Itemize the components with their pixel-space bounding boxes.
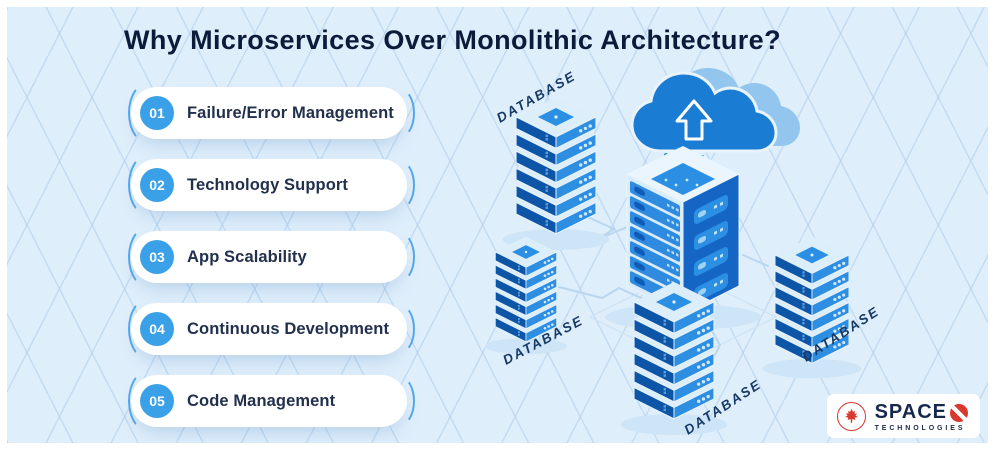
number-badge: 05 bbox=[140, 384, 174, 418]
server-slats bbox=[630, 181, 680, 307]
infographic-canvas: Why Microservices Over Monolithic Archit… bbox=[7, 7, 988, 443]
database-stack-icon bbox=[503, 97, 609, 250]
number-badge: 04 bbox=[140, 312, 174, 346]
list-item-technology-support: 02 Technology Support bbox=[128, 154, 415, 216]
cloud-upload-icon bbox=[630, 68, 800, 153]
logo-text: SPACE TECHNOLOGIES bbox=[875, 401, 968, 432]
benefit-label: Continuous Development bbox=[187, 319, 390, 338]
logo-brand-text: SPACE bbox=[874, 401, 947, 423]
number-badge: 02 bbox=[140, 168, 174, 202]
benefit-pill: 02 Technology Support bbox=[131, 159, 407, 211]
maple-leaf-icon bbox=[836, 402, 866, 431]
upload-arrow-icon bbox=[675, 99, 713, 141]
benefit-label: Failure/Error Management bbox=[187, 103, 394, 122]
benefit-pill: 05 Code Management bbox=[131, 375, 407, 427]
list-item-failure-error-management: 01 Failure/Error Management bbox=[128, 82, 415, 144]
benefit-label: Technology Support bbox=[187, 175, 348, 194]
list-item-continuous-development: 04 Continuous Development bbox=[128, 298, 415, 360]
list-item-code-management: 05 Code Management bbox=[128, 370, 415, 432]
list-item-app-scalability: 03 App Scalability bbox=[128, 226, 415, 288]
benefits-list: 01 Failure/Error Management 02 Technolog… bbox=[128, 82, 415, 443]
brand-logo: SPACE TECHNOLOGIES bbox=[826, 394, 980, 438]
benefit-label: Code Management bbox=[187, 391, 336, 410]
benefit-pill: 03 App Scalability bbox=[131, 231, 407, 283]
server-vents bbox=[694, 195, 728, 302]
microservices-illustration: DATABASE DATABASE DATABASE DATABASE bbox=[456, 68, 882, 438]
benefit-pill: 01 Failure/Error Management bbox=[131, 87, 407, 139]
logo-tagline-text: TECHNOLOGIES bbox=[874, 425, 966, 432]
benefit-label: App Scalability bbox=[187, 247, 307, 266]
number-badge: 01 bbox=[140, 96, 174, 130]
o-slash-icon bbox=[950, 403, 968, 422]
benefit-pill: 04 Continuous Development bbox=[131, 303, 407, 355]
number-badge: 03 bbox=[140, 240, 174, 274]
server-tower-icon bbox=[605, 146, 761, 330]
page-title: Why Microservices Over Monolithic Archit… bbox=[124, 25, 781, 55]
